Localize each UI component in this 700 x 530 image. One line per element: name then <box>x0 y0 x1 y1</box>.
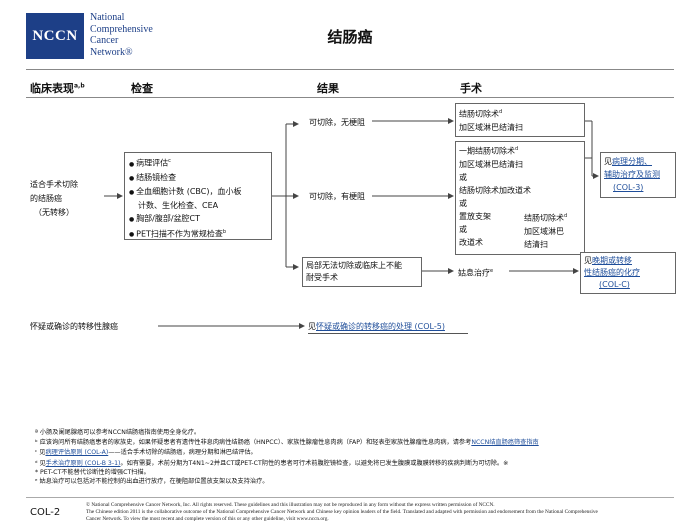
result-unresectable-line-2: 耐受手术 <box>306 273 338 282</box>
footnote-c-link[interactable]: 病理评估原则 (COL-A) <box>45 449 109 456</box>
surgery-box-obstructing: 一期结肠切除术d 加区域淋巴结清扫 或 结肠切除术加改道术 或 置放支架 或 改… <box>455 141 585 255</box>
logo-line-1: National <box>90 12 125 23</box>
top-rule <box>26 69 674 70</box>
ref-colc-link-2[interactable]: 性结肠癌的化疗 <box>584 268 640 277</box>
surgery-box1-line-1: 结肠切除术d <box>459 109 503 119</box>
footnote-a: ª 小肠及阑尾腺癌可以参考NCCN结肠癌指南使用全身化疗。 <box>35 429 201 436</box>
metastatic-ref-rule <box>308 333 468 334</box>
result-unresectable-box: 局部无法切除或临床上不能 耐受手术 <box>302 257 422 287</box>
exam-item-cbc: 全血细胞计数 (CBC)，血小板 <box>129 185 271 199</box>
ref-colc-link-3[interactable]: (COL-C) <box>599 280 630 289</box>
copyright-line-2: The Chinese edition 2011 is the collabor… <box>86 509 598 515</box>
result-resectable-nonobstructing: 可切除，无梗阻 <box>309 118 365 127</box>
result-resectable-obstructing: 可切除，有梗阻 <box>309 192 365 201</box>
surgery-box2-line-1: 一期结肠切除术d <box>459 146 519 156</box>
ref-col3-line-3: (COL-3) <box>601 181 675 194</box>
copyright-line-1: © National Comprehensive Cancer Network,… <box>86 502 495 508</box>
surgery-box2-line-4: 结肠切除术加改道术 <box>459 185 531 195</box>
copyright-line-3: Cancer Network. To view the most recent … <box>86 516 329 522</box>
surgery-box2-line-8: 改道术 <box>459 237 483 247</box>
exam-item-pathology: 病理评估c <box>129 155 271 171</box>
surgery-box2-or-1: 或 <box>459 172 467 182</box>
metastatic-label: 怀疑或确诊的转移性腺癌 <box>30 322 118 331</box>
header-rule <box>26 97 674 98</box>
ref-col3-line-2: 辅助治疗及监测 <box>601 168 675 181</box>
surgery-box2-sub: 结肠切除术d 加区域淋巴 结清扫 <box>524 210 567 251</box>
footnote-pet: * PET-CT不能替代诊断性的增强CT扫描。 <box>35 469 150 476</box>
ref-col3-link-2[interactable]: 辅助治疗及监测 <box>604 170 660 179</box>
header-surgery: 手术 <box>460 82 482 95</box>
surgery-sub-line-1: 结肠切除术d <box>524 213 568 223</box>
footnote-b-link[interactable]: NCCN结直肠癌筛查指南 <box>471 439 539 446</box>
ref-colc-line-3: (COL-C) <box>581 279 675 291</box>
ref-col3-box: 见病理分期、 辅助治疗及监测 (COL-3) <box>600 152 676 198</box>
surgery-sub-line-3: 结清扫 <box>524 239 548 249</box>
surgery-box2-or-2: 或 <box>459 198 467 208</box>
clinical-line-3: （无转移） <box>34 208 74 217</box>
header-exam: 检查 <box>131 82 153 95</box>
header-result: 结果 <box>317 82 339 95</box>
exam-item-ct: 胸部/腹部/盆腔CT <box>129 212 271 226</box>
surgery-box2-line-2: 加区域淋巴结清扫 <box>459 159 523 169</box>
logo-line-2: Comprehensive <box>90 23 153 35</box>
header-clinical: 临床表现a,b <box>30 82 85 95</box>
page-id: COL-2 <box>30 507 61 518</box>
exam-item-cbc-cont: 计数、生化检查、CEA <box>138 200 219 210</box>
clinical-line-2: 的结肠癌 <box>30 194 62 203</box>
exam-item-colonoscopy: 结肠镜检查 <box>129 171 271 185</box>
surgery-palliative: 姑息治疗e <box>458 268 494 278</box>
surgery-box2-line-6: 置放支架 <box>459 211 491 221</box>
surgery-box-colectomy: 结肠切除术d 加区域淋巴结清扫 <box>455 103 585 137</box>
ref-colc-line-1: 见晚期或转移 <box>584 256 632 265</box>
metastatic-ref: 见怀疑或确诊的转移癌的处理 (COL-5) <box>308 322 445 331</box>
ref-colc-link-1[interactable]: 晚期或转移 <box>592 256 632 265</box>
ref-col3-link-3[interactable]: (COL-3) <box>613 183 644 192</box>
footnote-d: ᵈ 见手术治疗原则 (COL-B 3-1)。如有需要，术前分期为T4N1~2并且… <box>35 460 509 467</box>
clinical-line-1: 适合手术切除 <box>30 180 78 189</box>
bottom-rule <box>26 497 674 498</box>
footnote-c: ᶜ 见病理评估原则 (COL-A)——适合手术切除的结肠癌，病理分期和淋巴结评估… <box>35 449 257 456</box>
nccn-logo: NCCN <box>26 13 84 59</box>
nccn-logo-text: National Comprehensive Cancer Network® <box>90 12 153 58</box>
logo-line-4: Network® <box>90 46 133 58</box>
surgery-box2-or-3: 或 <box>459 224 467 234</box>
metastatic-ref-link[interactable]: 怀疑或确诊的转移癌的处理 (COL-5) <box>316 322 445 331</box>
ref-colc-box: 见晚期或转移 性结肠癌的化疗 (COL-C) <box>580 252 676 294</box>
ref-col3-line-1: 见病理分期、 <box>604 157 652 166</box>
footnote-b: ᵇ 应该询问所有结肠癌患者的家族史，如果怀疑患者有遗传性非息肉病性结肠癌（HNP… <box>35 439 539 446</box>
exam-item-pet: PET扫描不作为常规检查b <box>129 226 271 242</box>
footnote-d-link[interactable]: 手术治疗原则 (COL-B 3-1) <box>45 460 121 467</box>
footnote-e: ᵉ 姑息治疗可以包括对不能控制的出血进行放疗，在梗阻部位置放支架以及支持治疗。 <box>35 478 269 485</box>
page-title: 结肠癌 <box>327 28 373 46</box>
surgery-box1-line-2: 加区域淋巴结清扫 <box>459 122 523 132</box>
surgery-sub-line-2: 加区域淋巴 <box>524 226 564 236</box>
ref-col3-link-1[interactable]: 病理分期、 <box>612 157 652 166</box>
ref-colc-line-2: 性结肠癌的化疗 <box>581 267 675 279</box>
exam-box: 病理评估c 结肠镜检查 全血细胞计数 (CBC)，血小板 计数、生化检查、CEA… <box>124 152 272 240</box>
logo-line-3: Cancer <box>90 35 119 46</box>
result-unresectable-line-1: 局部无法切除或临床上不能 <box>306 261 402 270</box>
